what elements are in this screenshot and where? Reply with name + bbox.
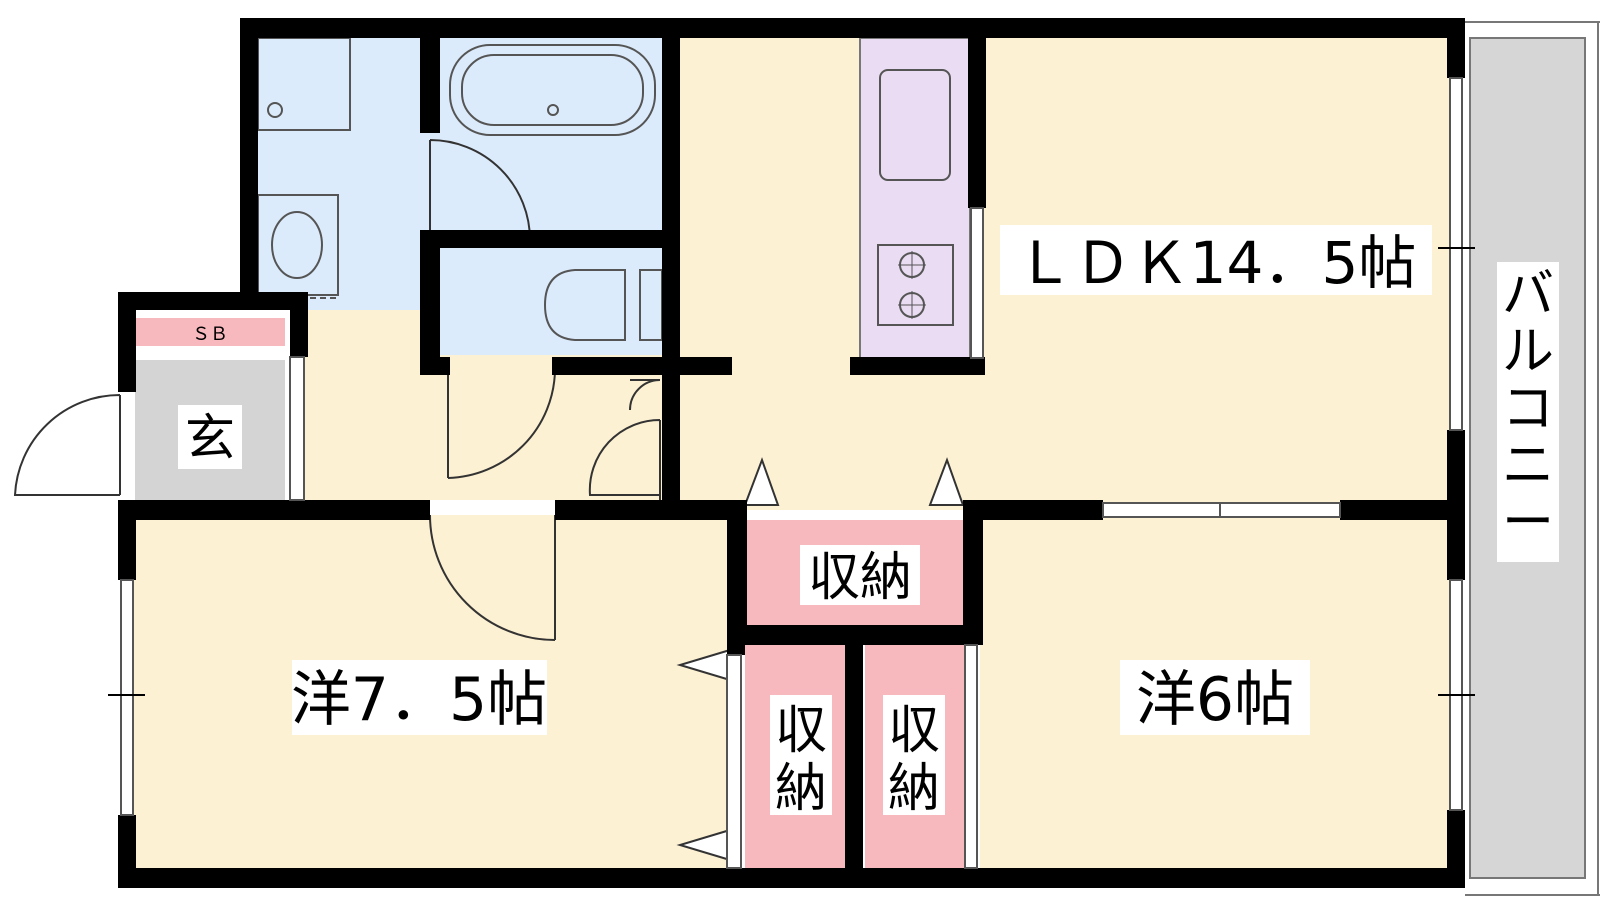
toilet-door	[447, 365, 556, 479]
wall-wash-bath-lower	[420, 230, 440, 375]
wall-mid-horizontal-d	[1340, 500, 1465, 520]
wall-bath-right	[662, 18, 680, 375]
wall-top	[240, 18, 1465, 38]
bath-drain	[547, 104, 559, 116]
bath-door	[429, 139, 531, 241]
wall-kitchen-side	[968, 18, 986, 208]
window-western-large	[120, 579, 134, 816]
wall-storage-left-lower	[727, 645, 745, 655]
toilet-bowl	[543, 269, 626, 341]
sliding-door-ldk	[1102, 502, 1341, 518]
sink	[879, 69, 951, 181]
storage-top-label: 収納	[808, 548, 912, 608]
windows	[108, 77, 1475, 869]
wall-mid-horizontal-b	[555, 500, 745, 520]
ldk-label-bg	[1000, 225, 1432, 295]
wall-right-bottom	[1447, 810, 1465, 888]
walls	[118, 18, 1465, 888]
wall-right-top	[1447, 18, 1465, 78]
entrance-label-bg	[178, 405, 242, 469]
western-large-label-bg	[292, 660, 547, 735]
labels: ＬＤＫ14．5帖 洋7．5帖 洋6帖 玄 ＳＢ 収納 収納 収納 バルコニー	[178, 225, 1559, 819]
storage-left-label-bg	[770, 695, 832, 815]
wall-kitchen-bottom	[850, 357, 985, 375]
wall-bath-toilet	[420, 230, 680, 248]
wall-storage-divider	[845, 645, 863, 888]
wall-storage-mid	[727, 625, 983, 645]
wall-left-lower2	[118, 815, 136, 888]
balcony-label-bg	[1497, 262, 1559, 562]
storage-right-label: 収納	[888, 701, 940, 819]
shoe-box-label: ＳＢ	[192, 324, 228, 345]
wall-storage-right	[963, 500, 983, 645]
shoe-box	[135, 318, 285, 346]
drain-point	[267, 102, 283, 118]
storage-right-partition	[964, 644, 978, 869]
wall-sb-right	[290, 292, 308, 357]
bathtub	[449, 44, 656, 136]
wall-mid-horizontal-left	[118, 500, 430, 520]
storage-left-label: 収納	[775, 701, 827, 819]
wall-left-entrance	[118, 292, 136, 392]
storage-right-label-bg	[883, 695, 945, 815]
western-small-label: 洋6帖	[1136, 665, 1294, 735]
bathtub-inner	[461, 54, 644, 126]
wall-hall-right	[662, 375, 680, 505]
toilet-floor	[425, 245, 670, 355]
front-door	[13, 393, 121, 496]
washbasin-bowl	[271, 211, 323, 279]
balcony-label: バルコニー	[1502, 265, 1554, 553]
wall-left-upper	[240, 18, 258, 310]
hall-partition	[726, 654, 742, 869]
wall-toilet-bottom	[552, 357, 732, 375]
wall-storage-left	[727, 500, 747, 645]
window-ldk-balcony	[1449, 77, 1463, 431]
wall-bottom	[118, 868, 1465, 888]
wall-mid-horizontal-c	[963, 500, 1103, 520]
floor-fills	[130, 21, 1600, 896]
folding-door	[928, 457, 965, 506]
doors	[13, 139, 965, 862]
entrance-label: 玄	[185, 409, 235, 467]
stove	[877, 244, 954, 326]
western-large-door	[429, 514, 556, 641]
ldk-label: ＬＤＫ14．5帖	[1016, 229, 1417, 297]
storage-top-label-bg	[800, 545, 920, 605]
wall-toilet-bottom-left	[420, 357, 450, 375]
closet-door	[629, 379, 661, 411]
western-large-label: 洋7．5帖	[291, 665, 547, 735]
hall-storage-door	[588, 418, 661, 500]
wall-left-entrance-top	[118, 292, 308, 310]
western-small-label-bg	[1120, 660, 1310, 735]
kitchen-window	[970, 207, 984, 359]
wall-wash-bath	[420, 18, 440, 133]
entrance-side-window	[289, 356, 305, 501]
folding-door	[743, 457, 780, 506]
